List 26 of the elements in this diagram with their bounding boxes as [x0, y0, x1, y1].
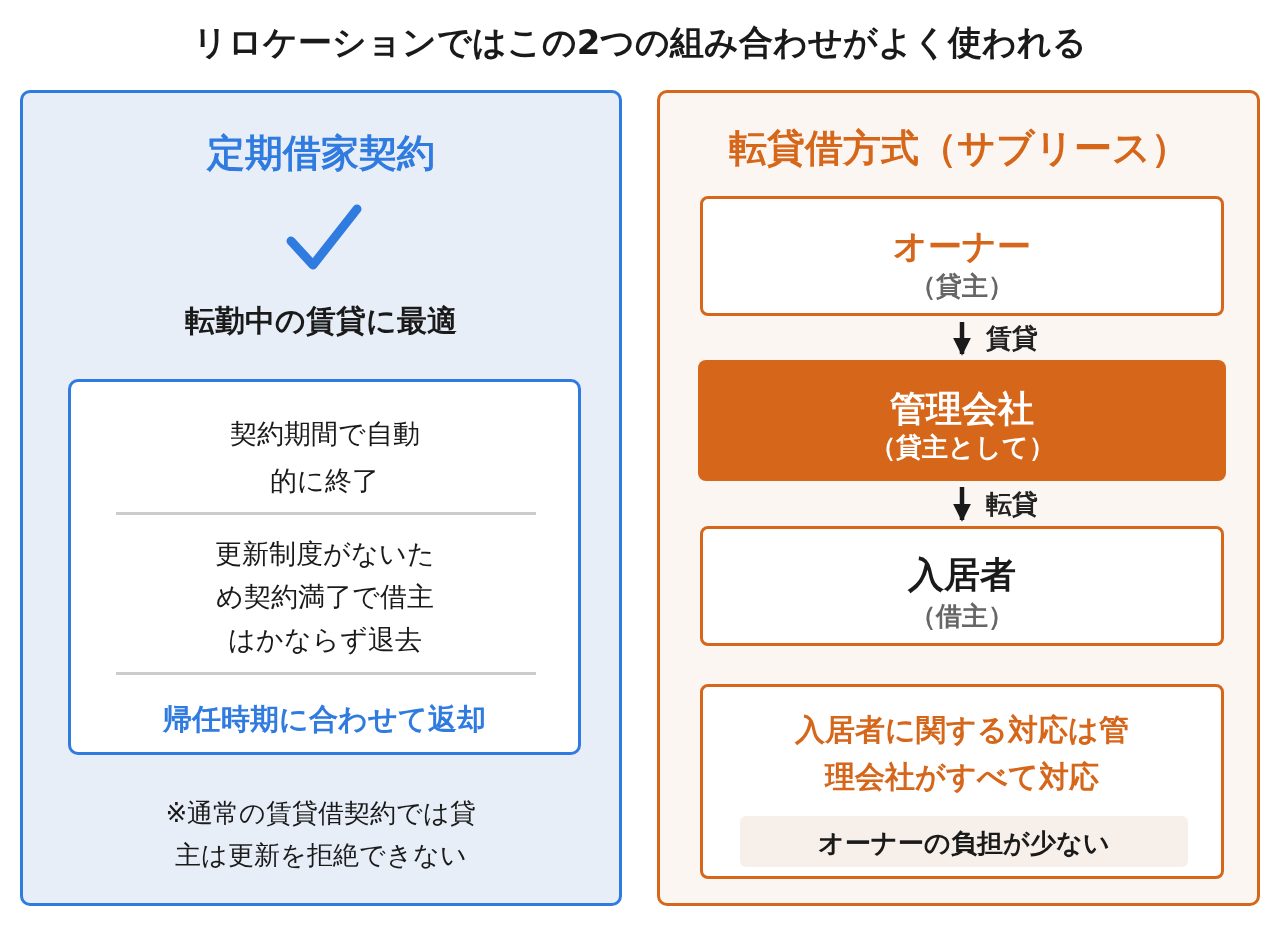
party-role: （貸主） — [909, 270, 1015, 303]
info-box — [68, 379, 581, 755]
arrow — [953, 487, 971, 522]
contract-panel — [20, 90, 622, 906]
note-text: オーナーの負担が少ない — [817, 827, 1111, 860]
panel-heading: 定期借家契約 — [205, 130, 436, 177]
diagram-title: リロケーションではこの2つの組み合わせがよく使われる — [191, 21, 1089, 64]
party-box — [700, 526, 1224, 646]
edge-label: 賃貸 — [984, 321, 1040, 356]
party-name: 管理会社 — [889, 387, 1035, 431]
description: 契約期間で自動的に終了 — [228, 417, 421, 499]
note-text: 入居者に関する対応は管理会社がすべて対応 — [793, 711, 1130, 796]
party-name: 入居者 — [906, 553, 1017, 597]
conclusion: 帰任時期に合わせて返却 — [161, 701, 487, 738]
note-box — [700, 684, 1224, 879]
party-role: （貸主として） — [868, 431, 1056, 464]
party-name: オーナー — [892, 225, 1032, 268]
party-role: （借主） — [909, 600, 1015, 633]
party-box — [700, 196, 1224, 316]
description: 更新制度がないため契約満了で借主はかならず退去 — [213, 537, 436, 658]
arrow — [953, 322, 971, 356]
panel-heading: 転貸借方式（サブリース） — [727, 125, 1190, 172]
subheading: 転勤中の賃貸に最適 — [184, 302, 458, 340]
scheme-panel — [657, 90, 1260, 906]
party-box — [698, 360, 1226, 481]
footnote: ※通常の賃貸借契約では貸主は更新を拒絶できない — [164, 797, 478, 872]
